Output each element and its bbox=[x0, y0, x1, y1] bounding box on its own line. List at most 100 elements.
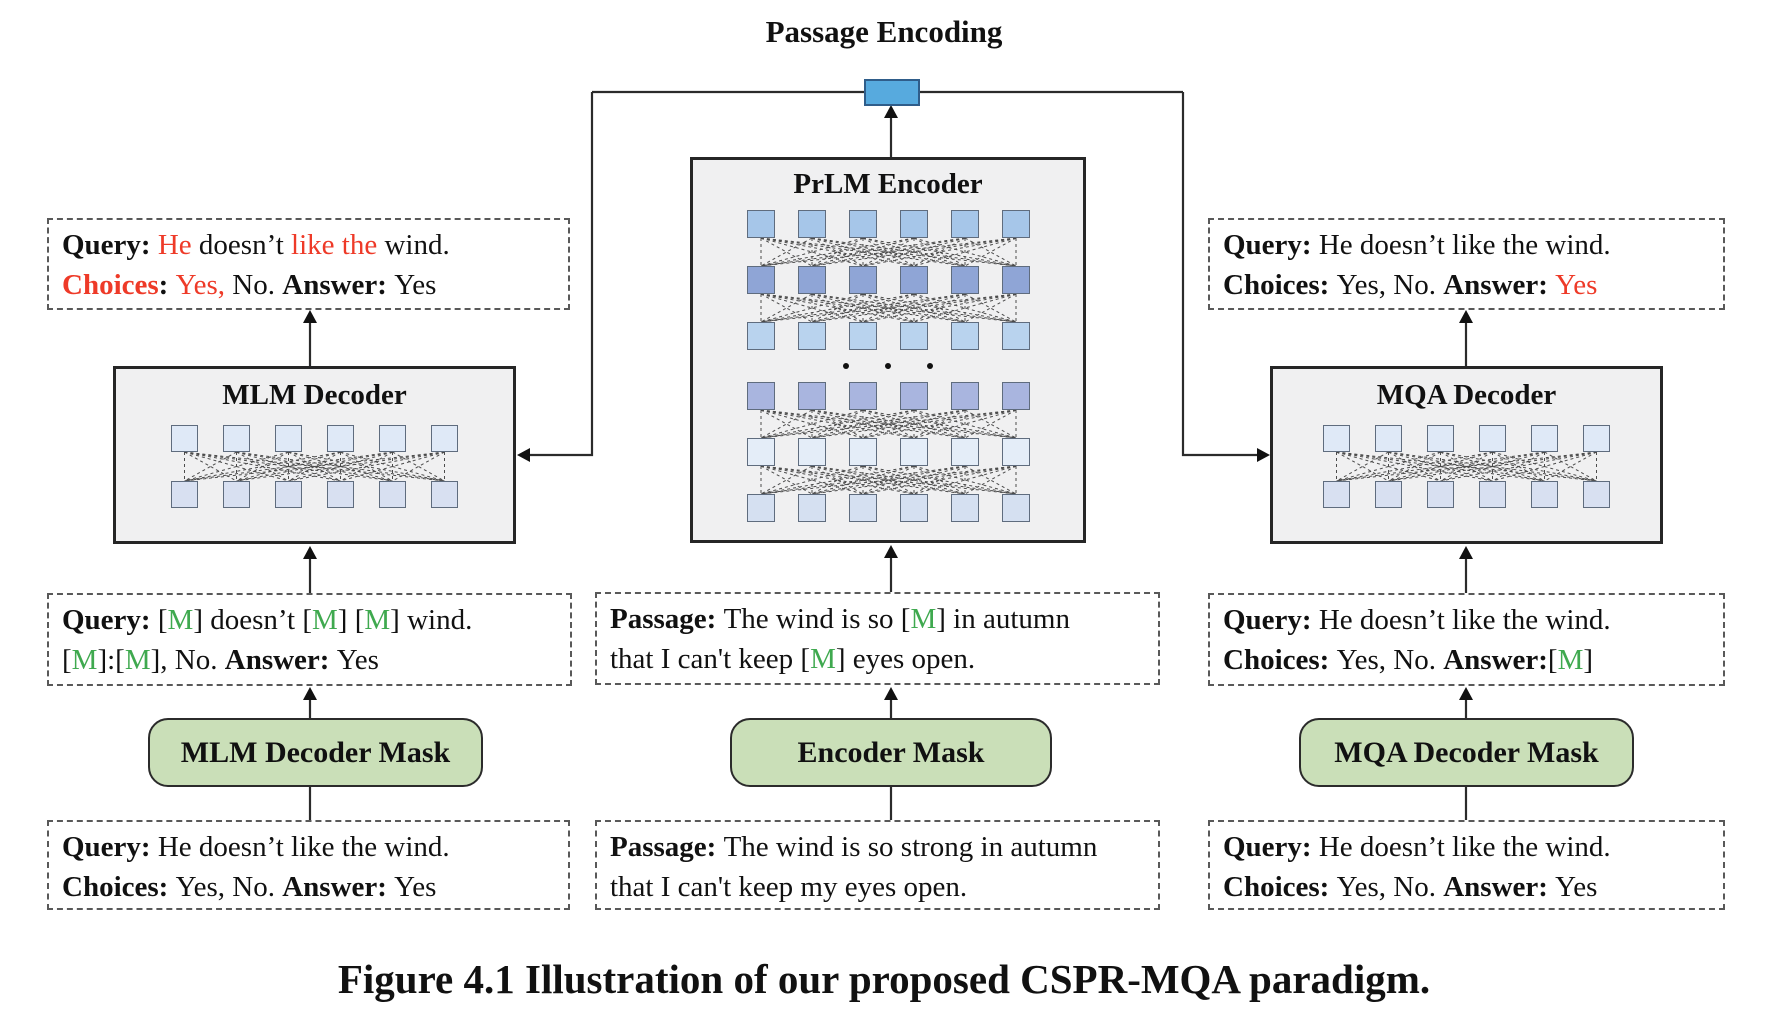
mlm-output-text-box: Query: He doesn’t like the wind.Choices:… bbox=[47, 218, 570, 310]
text-line: Passage: The wind is so [M] in autumn bbox=[610, 603, 1070, 635]
encoder-unit-row bbox=[746, 438, 1030, 466]
mlm-decoder-unit-row bbox=[171, 481, 458, 508]
mlm-decoder-unit-square bbox=[327, 481, 354, 508]
text-line: Query: He doesn’t like the wind. bbox=[62, 229, 450, 261]
encoder-unit-square bbox=[848, 438, 877, 466]
mqa-decoder-unit-square bbox=[1427, 481, 1454, 508]
mlm-decoder-attention-links bbox=[184, 452, 445, 481]
mlm-decoder-mask-label: MLM Decoder Mask bbox=[180, 735, 451, 769]
encoder-unit-square bbox=[797, 382, 826, 410]
encoder-unit-row bbox=[746, 322, 1030, 350]
encoder-unit-square bbox=[797, 494, 826, 522]
mqa-decoder-unit-square bbox=[1323, 425, 1350, 452]
mqa-decoder-unit-square bbox=[1375, 481, 1402, 508]
encoder-unit-square bbox=[797, 210, 826, 238]
encoder-unit-square bbox=[848, 266, 877, 294]
mqa-decoder-box: MQA Decoder bbox=[1270, 366, 1663, 544]
encoder-unit-square bbox=[950, 438, 979, 466]
encoder-unit-square bbox=[746, 322, 775, 350]
encoder-attention-links bbox=[760, 238, 1016, 266]
encoder-unit-row bbox=[746, 494, 1030, 522]
mlm-masked-input-text-box: Query: [M] doesn’t [M] [M] wind. [M]:[M],… bbox=[47, 593, 572, 686]
ellipsis-dot bbox=[843, 363, 849, 369]
mqa-decoder-unit-square bbox=[1479, 481, 1506, 508]
decoder-output-arrows bbox=[303, 310, 1473, 366]
encoder-unit-square bbox=[950, 266, 979, 294]
text-line: that I can't keep my eyes open. bbox=[610, 871, 968, 903]
encoder-unit-square bbox=[797, 266, 826, 294]
mqa-decoder-unit-square bbox=[1583, 481, 1610, 508]
mqa-decoder-unit-square bbox=[1531, 481, 1558, 508]
figure-caption: Figure 4.1 Illustration of our proposed … bbox=[337, 956, 1431, 1002]
encoder-unit-square bbox=[746, 438, 775, 466]
mlm-decoder-unit-square bbox=[275, 425, 302, 452]
encoder-unit-square bbox=[797, 438, 826, 466]
text-line: Choices: Yes, No. Answer: Yes bbox=[1223, 871, 1598, 903]
text-line: Query: He doesn’t like the wind. bbox=[1223, 229, 1611, 261]
mqa-decoder-unit-square bbox=[1375, 425, 1402, 452]
encoder-unit-square bbox=[746, 266, 775, 294]
encoder-attention-links bbox=[760, 410, 1016, 438]
encoder-unit-square bbox=[899, 322, 928, 350]
encoder-unit-square bbox=[950, 322, 979, 350]
encoder-unit-square bbox=[899, 382, 928, 410]
mqa-decoder-unit-square bbox=[1531, 425, 1558, 452]
mqa-output-text-box: Query: He doesn’t like the wind. Choices:… bbox=[1208, 218, 1725, 310]
mqa-decoder-unit-square bbox=[1479, 425, 1506, 452]
original-passage-text-box: Passage: The wind is so strong in autumn… bbox=[595, 820, 1160, 910]
mlm-decoder-box: MLM Decoder bbox=[113, 366, 516, 544]
encoder-unit-square bbox=[950, 382, 979, 410]
mlm-decoder-unit-square bbox=[379, 425, 406, 452]
encoder-unit-square bbox=[1001, 382, 1030, 410]
mlm-decoder-unit-square bbox=[223, 481, 250, 508]
text-line: Choices: Yes, No. Answer:[M] bbox=[1223, 644, 1594, 676]
text-line: Choices: Yes, No. Answer: Yes bbox=[1223, 269, 1598, 301]
encoder-unit-square bbox=[746, 382, 775, 410]
mqa-decoder-unit-square bbox=[1323, 481, 1350, 508]
mlm-decoder-unit-square bbox=[431, 481, 458, 508]
mlm-decoder-network bbox=[171, 425, 458, 508]
mqa-decoder-mask-label: MQA Decoder Mask bbox=[1334, 735, 1599, 769]
encoder-mask-label: Encoder Mask bbox=[797, 735, 985, 769]
encoder-unit-square bbox=[797, 322, 826, 350]
prlm-encoder-network bbox=[746, 210, 1030, 522]
encoder-unit-square bbox=[848, 322, 877, 350]
passage-encoding-title: Passage Encoding bbox=[765, 14, 1003, 49]
encoder-ellipsis bbox=[843, 350, 933, 382]
encoder-unit-square bbox=[899, 210, 928, 238]
encoder-to-encoding-arrow bbox=[884, 105, 898, 157]
encoder-unit-square bbox=[746, 494, 775, 522]
encoder-unit-square bbox=[950, 494, 979, 522]
mqa-decoder-unit-row bbox=[1323, 425, 1610, 452]
mqa-decoder-unit-square bbox=[1583, 425, 1610, 452]
mlm-decoder-unit-square bbox=[171, 481, 198, 508]
text-line: Query: He doesn’t like the wind. bbox=[1223, 831, 1611, 863]
encoder-unit-square bbox=[1001, 494, 1030, 522]
mlm-decoder-unit-square bbox=[275, 481, 302, 508]
encoder-unit-square bbox=[950, 210, 979, 238]
encoder-unit-square bbox=[899, 494, 928, 522]
mlm-decoder-unit-square bbox=[431, 425, 458, 452]
text-line: [M]:[M], No. Answer: Yes bbox=[62, 644, 379, 676]
encoder-unit-square bbox=[1001, 438, 1030, 466]
passage-encoding-vector bbox=[864, 79, 920, 106]
encoder-unit-square bbox=[746, 210, 775, 238]
mqa-decoder-unit-square bbox=[1427, 425, 1454, 452]
mqa-decoder-mask-box: MQA Decoder Mask bbox=[1299, 718, 1634, 787]
encoder-unit-square bbox=[1001, 266, 1030, 294]
text-line: Query: He doesn’t like the wind. bbox=[62, 831, 450, 863]
ellipsis-dot bbox=[885, 363, 891, 369]
text-line: Query: [M] doesn’t [M] [M] wind. bbox=[62, 604, 473, 636]
mlm-decoder-label: MLM Decoder bbox=[222, 379, 407, 411]
encoder-unit-square bbox=[848, 210, 877, 238]
text-line: Choices: Yes, No. Answer: Yes bbox=[62, 871, 437, 903]
original-query-text-box-left: Query: He doesn’t like the wind. Choices:… bbox=[47, 820, 570, 910]
original-query-text-box-right: Query: He doesn’t like the wind. Choices:… bbox=[1208, 820, 1725, 910]
encoder-unit-row bbox=[746, 266, 1030, 294]
mqa-decoder-attention-links bbox=[1336, 452, 1597, 481]
prlm-encoder-label: PrLM Encoder bbox=[793, 168, 983, 200]
mlm-decoder-unit-row bbox=[171, 425, 458, 452]
mqa-masked-input-text-box: Query: He doesn’t like the wind.Choices:… bbox=[1208, 593, 1725, 686]
